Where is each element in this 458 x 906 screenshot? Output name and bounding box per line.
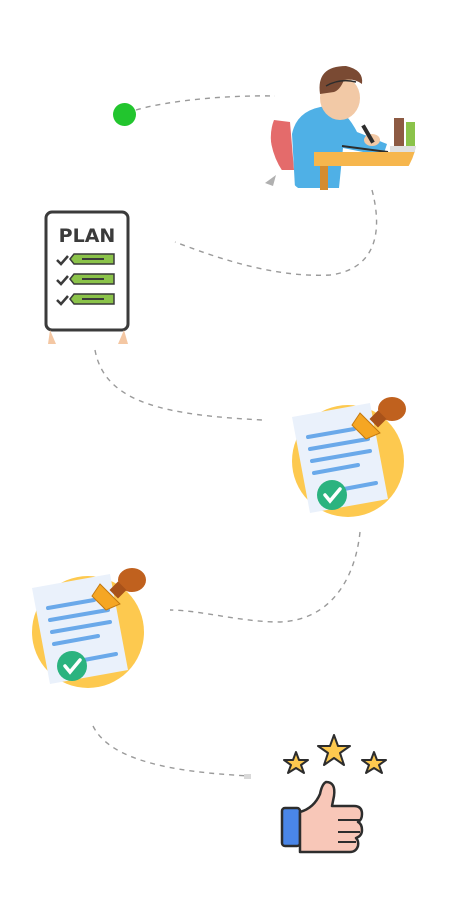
- star-icon: [361, 751, 387, 774]
- plan-label: PLAN: [59, 225, 116, 247]
- approved-document-stamp-icon: [292, 397, 406, 517]
- star-icon: [317, 734, 351, 766]
- step-approved-document-2: [28, 566, 150, 690]
- plan-checklist-icon: PLAN: [44, 210, 130, 344]
- start-dot: [113, 103, 136, 126]
- step-thumbs-up: [278, 732, 390, 854]
- star-icon: [283, 751, 309, 774]
- step-plan: PLAN: [44, 210, 132, 350]
- student-writing-icon: [270, 66, 418, 196]
- approved-document-stamp-icon: [32, 568, 146, 688]
- thumbs-up-stars-icon: [280, 734, 387, 854]
- step-student-writing: [262, 64, 422, 196]
- step-approved-document-1: [288, 395, 410, 519]
